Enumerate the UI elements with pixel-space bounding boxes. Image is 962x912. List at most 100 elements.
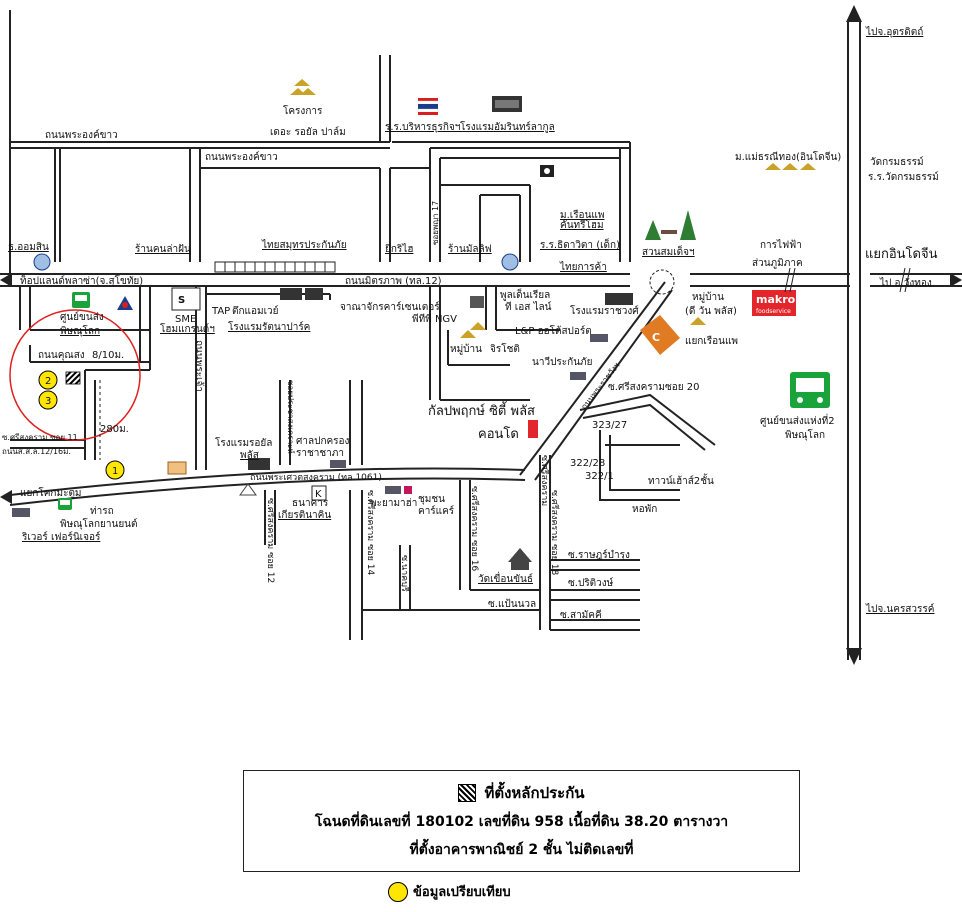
yellow-dot-icon [388,881,408,902]
label-phitsanulok-yon: พิษณุโลกยานยนต์ [60,517,138,530]
restaurant-icon [540,165,554,177]
kasikorn-icon: K [311,485,327,501]
car-icon [12,508,30,517]
label-wat-khun: วัดเขื่อนขันธ์ [478,571,533,585]
comparison-markers: 1 2 3 [38,370,125,480]
label-soi-322: 322/28 [570,458,605,469]
map-labels: ถนนพระองค์ขาว ถนนพระองค์ขาว โครงการ เดอะ… [2,26,939,621]
village-house-icon [290,79,316,95]
hotel-building-icon [492,96,522,112]
label-dist-810: 8/10ม. [92,350,124,361]
hotel-red-icon [404,486,412,494]
label-bus2b: พิษณุโลก [785,428,825,441]
legend-box: ที่ตั้งหลักประกัน โฉนดที่ดินเลขที่ 18010… [243,770,800,872]
label-village-office: ศาลปกครอง [296,436,350,447]
label-s-paeng: ซ.แป้นนวล [488,598,536,610]
label-electric-1: การไฟฟ้า [760,239,802,251]
label-soi-mid: ซ.นาคบุรี [399,555,410,592]
label-dist-280: 280ม. [100,424,129,435]
makro-logo-subtext: foodservice [756,308,791,315]
label-bus-terminal2: พิษณุโลก [60,324,100,337]
legend-building-info: ที่ตั้งอาคารพาณิชย์ 2 ชั้น ไม่ติดเลขที่ [409,842,634,858]
label-korakan: โครงการ [283,104,323,117]
makro-logo: makro foodservice [752,290,796,316]
comparison-note-text: ข้อมูลเปรียบเทียบ [413,885,511,900]
label-soi-vert: ซอยประชาสงเคราะห์ [286,380,296,454]
comparison-note: ข้อมูลเปรียบเทียบ [388,881,511,902]
label-kasikorn: นาวีประกันภัย [532,356,593,368]
label-pttp: พีทีพี NGV [412,313,457,325]
sme-icon: S [171,287,201,311]
label-m-hotel: ม.เรือนแพ [560,209,604,221]
label-yaek-ruen: แยกเรือนแพ [685,335,738,347]
label-wat-krom-school: ร.ร.วัดกรมธรรม์ [868,171,939,183]
label-soi14: ซ.ศรีสงคราม ซอย 14 [365,490,376,575]
map-icons: makro foodservice C K [12,79,830,570]
bus-terminal-small-icon [72,292,90,308]
label-thai-insurance: ไทยสมุทรประกันภัย [261,239,347,251]
label-stamwell: ตึกแอมเวย์ [232,305,278,317]
road-network [0,10,962,660]
svg-text:S: S [178,295,185,306]
legend-deed-info: โฉนดที่ดินเลขที่ 180102 เลขที่ดิน 958 เน… [314,814,729,830]
building-icon [280,288,302,300]
label-amarin-hotel: โรงแรมอัมรินทร์ลากูล [460,120,555,133]
label-moo-ban: หมู่บ้าน [692,291,724,303]
label-soi12: ซ.ศรีสงคราม ซอย 12 [265,498,276,583]
collateral-hatch-marker [65,371,81,385]
label-road-mitraphap: ถนนมิตรภาพ (ทล.12) [345,276,442,287]
building-icon [305,288,323,300]
label-soi18: ซ.ศรีสงคราม ซอย 18 [549,490,560,575]
gas-station-icon [117,296,133,310]
highway-break-marks [784,267,911,293]
shop-icon [167,461,187,475]
svg-text:C: C [652,331,660,344]
thai-flag-icon [417,98,439,115]
label-s-pri: ซ.ปริติวงษ์ [568,577,614,589]
label-pha-yama: พะยามาฮ่า [370,498,417,509]
label-road-sisongkhram: ถนนพระเศวตสงคราม (ทล.1061) [250,473,382,483]
label-soi16: ซ.ศรีสงคราม ซอย 16 [469,486,480,571]
building-icon [605,293,633,305]
label-m-hotel2: คันทรีโฮม [560,218,604,231]
railway [214,261,336,273]
ngv-icon [470,296,484,308]
svg-text:K: K [315,489,322,500]
label-wat-krom: วัดกรมธรรม์ [870,156,924,168]
village-house-icon [690,317,706,325]
temple-icon [508,548,532,570]
big-c-icon: C [640,315,680,355]
car-icon [330,460,346,468]
label-condo: คอนโด [478,426,519,442]
label-soi-3221: 322/1 [585,471,614,482]
label-yaek-tak: แยกโคกมะตูม [20,486,82,499]
comparison-marker-3 [38,390,58,410]
label-lp-supply: L&P ออโต้สปอร์ต [515,324,592,337]
label-to-wangthong: ไป อ.วังทอง [879,277,932,289]
label-bus-terminal: ศูนย์ขนส่ง [60,311,104,323]
label-royal-palm: เดอะ รอยัล ปาล์ม [270,126,346,138]
condo-icon [528,420,538,438]
tower-icon [239,483,257,496]
bus-stop-small-icon [58,498,72,510]
label-hoa: หอพัก [632,504,657,515]
label-soi-1323: 323/27 [592,420,627,431]
label-d-one: (ดี วัน พลัส) [685,305,737,317]
label-s-rat: ซ.ราษฎร์บำรุง [568,549,630,561]
comparison-marker-1 [105,460,125,480]
label-rice-shop: ร้านคนล่าฝัน [135,243,191,255]
label-business-school: ร.ร.บริหารธุรกิจฯ [385,122,460,133]
label-moo-ban2: หมู่บ้าน [450,343,482,355]
label-kalapa: กัลปพฤกษ์ ซิตี้ พลัส [428,401,535,419]
label-thai-com: ไทยการค้า [559,261,607,273]
label-soi17: ซอยพญา 17 [431,201,440,245]
comparison-marker-2 [38,370,58,390]
label-home-grand: โฮมแกรนด์ฯ [160,322,215,335]
label-cart-care: คาร์แคร์ [418,505,455,517]
gas-station-icon [501,253,519,271]
village-house-icon [765,163,816,170]
label-to-uttaradit: ไปจ.อุตรดิตถ์ [865,26,923,38]
junction-circle [649,269,675,295]
label-town-ruen: ทาวน์เฮ้าส์2ชั้น [648,473,714,487]
